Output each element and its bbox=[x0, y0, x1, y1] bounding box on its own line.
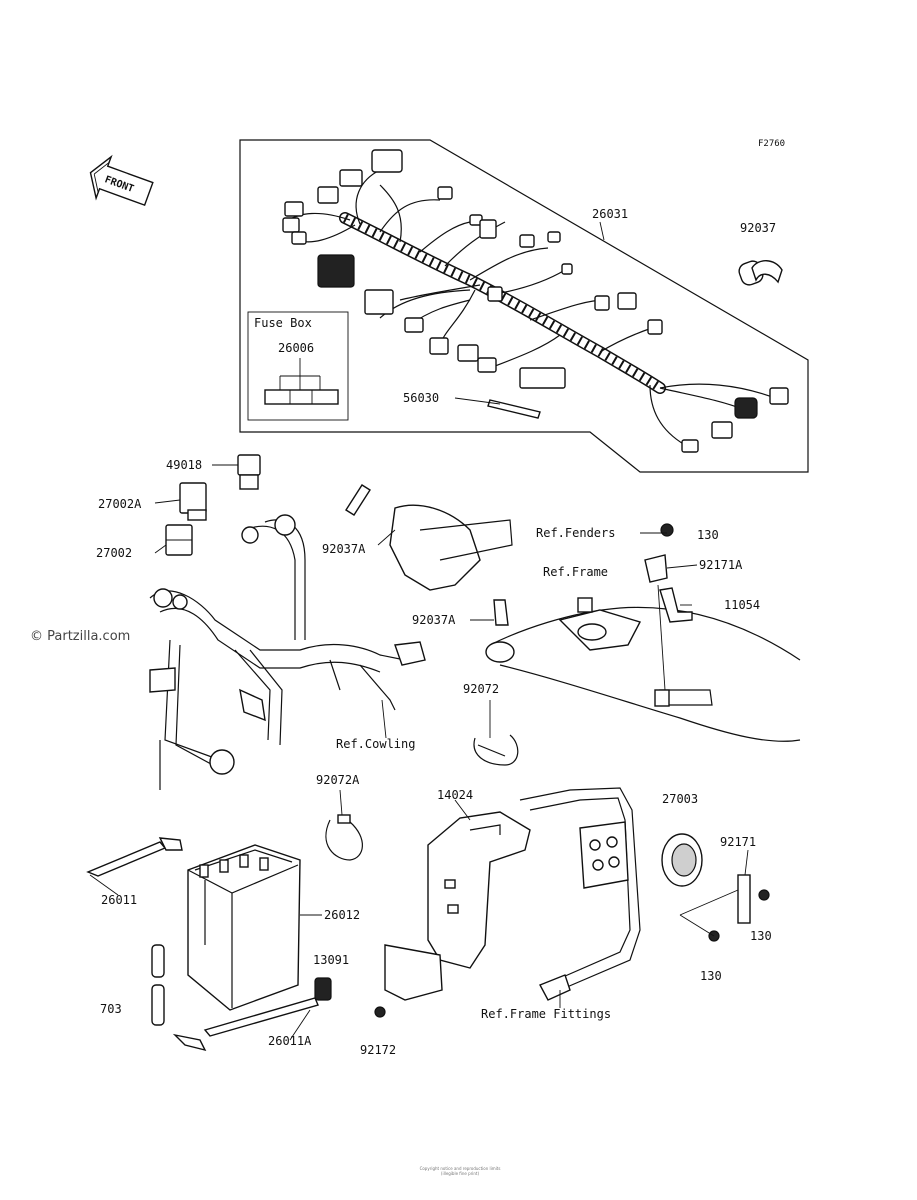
clamp-92037A-icon-2 bbox=[493, 599, 509, 626]
fuse-box-inset: Fuse Box 26006 bbox=[247, 311, 349, 421]
band-92072A-icon bbox=[325, 814, 363, 861]
bracket-11054-icon bbox=[659, 587, 693, 623]
harness-section-outline bbox=[239, 139, 809, 473]
label-27002A: 27002A bbox=[98, 497, 142, 511]
label-27002: 27002 bbox=[96, 546, 132, 560]
label-130-3: 130 bbox=[700, 969, 722, 983]
label-703: 703 bbox=[100, 1002, 122, 1016]
battery-case-frame bbox=[149, 514, 426, 790]
main-wiring-harness bbox=[282, 149, 789, 453]
horn-bracket bbox=[519, 787, 641, 1001]
ref-frame-fittings: Ref.Frame Fittings bbox=[481, 1007, 611, 1021]
battery-cable-26011 bbox=[86, 837, 183, 877]
main-frame-reference bbox=[485, 597, 801, 742]
band-92072-icon bbox=[473, 734, 519, 766]
copyright-footer: Copyright notice and reproduction limits… bbox=[350, 1166, 570, 1176]
ref-cowling: Ref.Cowling bbox=[336, 737, 415, 751]
band-56030-icon bbox=[487, 399, 541, 419]
label-92172: 92172 bbox=[360, 1043, 396, 1057]
label-13091: 13091 bbox=[313, 953, 349, 967]
label-92037: 92037 bbox=[740, 221, 776, 235]
label-92037A-2: 92037A bbox=[412, 613, 456, 627]
battery-cable-26011A bbox=[172, 997, 319, 1052]
label-26012: 26012 bbox=[324, 908, 360, 922]
leader-lines bbox=[89, 221, 749, 1041]
bolt-130-icon-2 bbox=[758, 889, 770, 901]
footer-line-1: Copyright notice and reproduction limits bbox=[419, 1166, 501, 1171]
fuse-box-title: Fuse Box bbox=[254, 316, 312, 330]
footer-line-2: (illegible fine print) bbox=[440, 1171, 480, 1176]
relay-27002A-icon bbox=[179, 482, 207, 521]
label-130-1: 130 bbox=[697, 528, 719, 542]
cowling-bracket bbox=[389, 504, 513, 591]
label-11054: 11054 bbox=[724, 598, 760, 612]
cover-14024-icon bbox=[427, 811, 531, 969]
battery-26012-icon bbox=[187, 844, 301, 1011]
label-26031: 26031 bbox=[592, 207, 628, 221]
figure-code: F2760 bbox=[758, 139, 785, 149]
vent-tube-703-icon bbox=[151, 944, 165, 1026]
ref-frame: Ref.Frame bbox=[543, 565, 608, 579]
ref-fenders: Ref.Fenders bbox=[536, 526, 615, 540]
fuse-box-part-number: 26006 bbox=[278, 341, 314, 355]
label-26011: 26011 bbox=[101, 893, 137, 907]
label-92072A: 92072A bbox=[316, 773, 360, 787]
label-92171: 92171 bbox=[720, 835, 756, 849]
bracket-92172-icon bbox=[374, 944, 443, 1018]
horn-27003-icon bbox=[661, 833, 703, 887]
clamp-92037A-icon-1 bbox=[345, 484, 371, 516]
label-26011A: 26011A bbox=[268, 1034, 312, 1048]
bolt-130-icon-1 bbox=[660, 523, 674, 537]
label-49018: 49018 bbox=[166, 458, 202, 472]
relay-49018-icon bbox=[237, 454, 261, 490]
bracket-92171A-icon bbox=[644, 554, 668, 583]
front-arrow-icon: FRONT bbox=[89, 154, 154, 207]
partzilla-watermark: © Partzilla.com bbox=[30, 629, 130, 644]
label-130-2: 130 bbox=[750, 929, 772, 943]
label-14024: 14024 bbox=[437, 788, 473, 802]
label-92037A-1: 92037A bbox=[322, 542, 366, 556]
relay-27002-icon bbox=[165, 524, 193, 556]
clamp-92037-icon bbox=[751, 260, 783, 284]
label-56030: 56030 bbox=[403, 391, 439, 405]
label-92072: 92072 bbox=[463, 682, 499, 696]
fuse-box-icon bbox=[264, 389, 339, 405]
cap-13091-icon bbox=[314, 977, 332, 1001]
label-92171A: 92171A bbox=[699, 558, 743, 572]
label-27003: 27003 bbox=[662, 792, 698, 806]
bracket-92171-icon bbox=[737, 874, 751, 924]
